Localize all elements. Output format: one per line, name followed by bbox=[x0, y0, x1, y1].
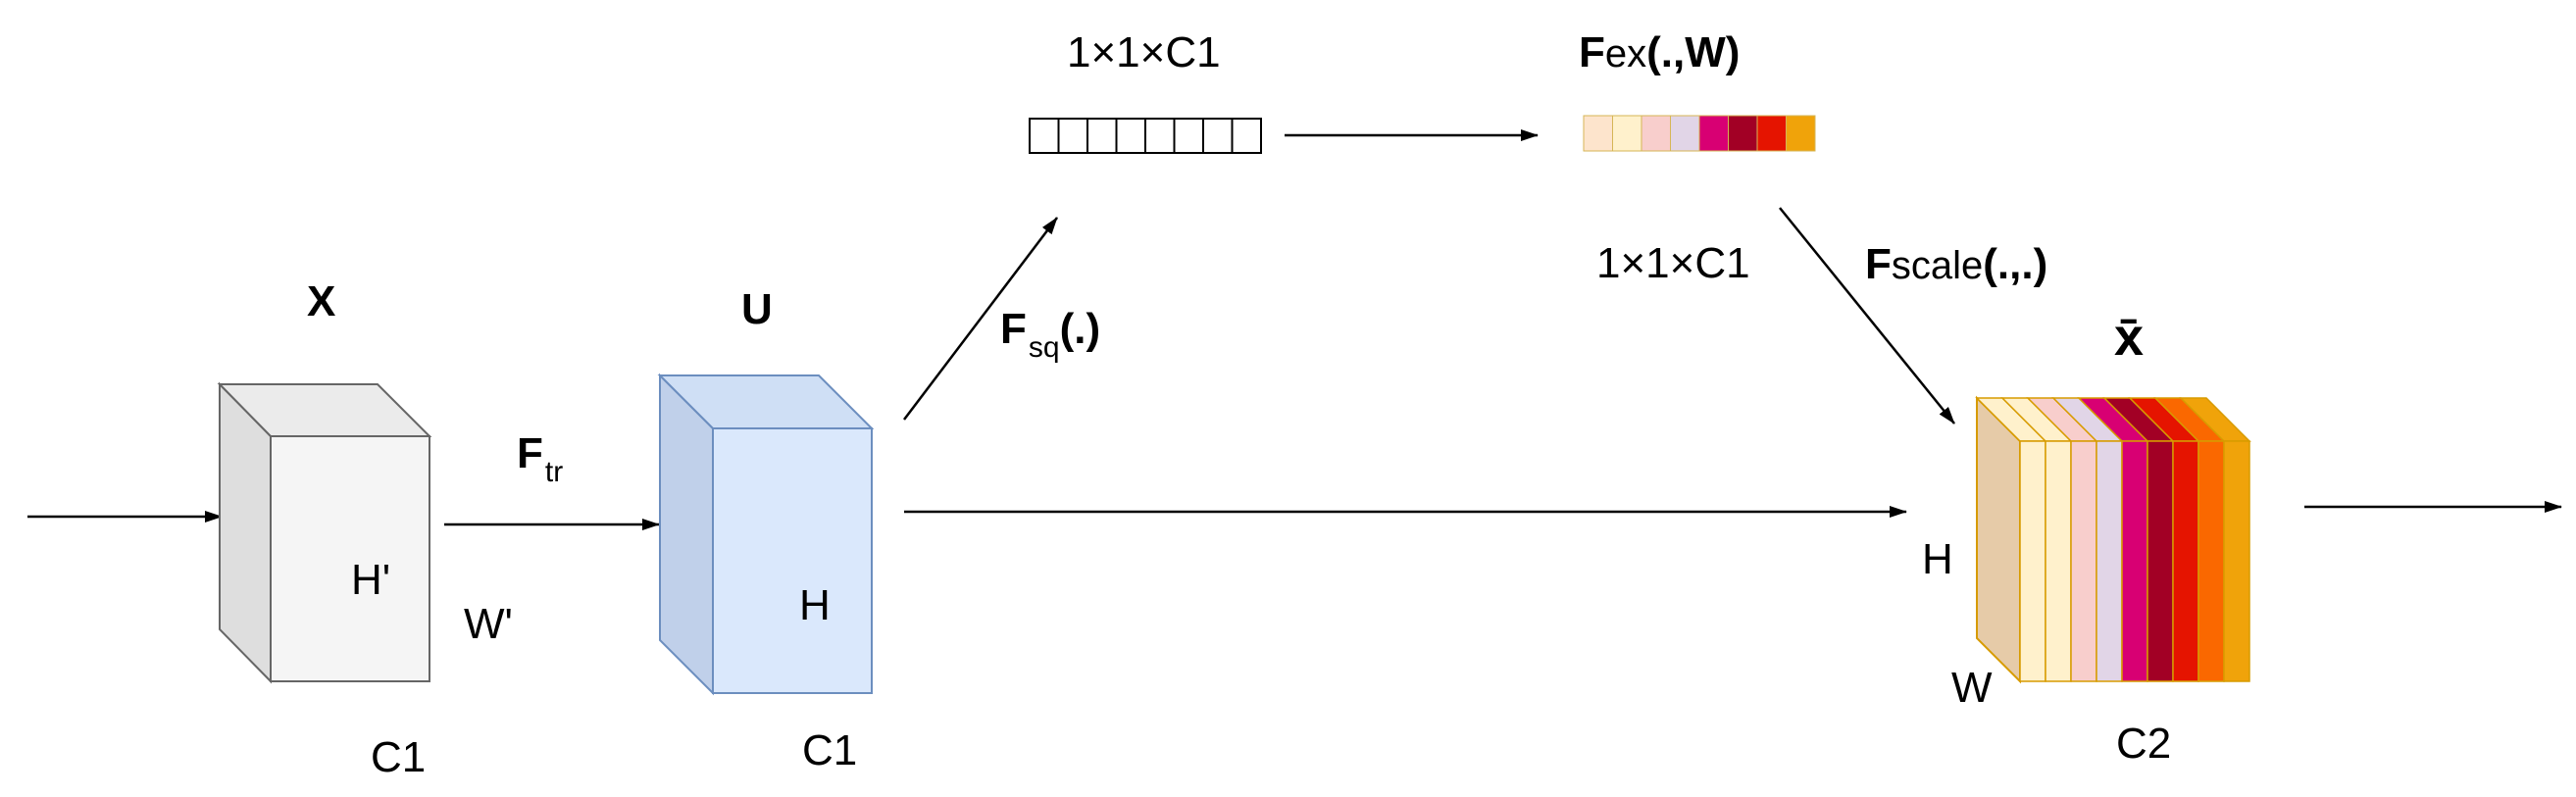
x-cube-front bbox=[270, 435, 430, 682]
fex-args: (.,W) bbox=[1646, 28, 1740, 76]
excitation-vector bbox=[1583, 115, 1816, 152]
squeezed-vector-cell bbox=[1173, 118, 1204, 154]
squeezed-vector-cell bbox=[1144, 118, 1176, 154]
u-tensor-cube bbox=[657, 373, 875, 696]
output-slice bbox=[2096, 440, 2123, 682]
output-slice bbox=[2223, 440, 2250, 682]
squeezed-vector bbox=[1029, 118, 1262, 154]
squeezed-vector-dims: 1×1×C1 bbox=[1067, 28, 1221, 76]
ftr-f: F bbox=[517, 429, 543, 477]
output-width-label: W bbox=[1951, 664, 1993, 712]
squeezed-vector-cell bbox=[1231, 118, 1262, 154]
output-channels-label: C2 bbox=[2116, 720, 2171, 768]
excitation-vector-cell bbox=[1641, 115, 1671, 152]
fsq-f: F bbox=[1000, 305, 1027, 353]
fsq-label: Fsq(.) bbox=[1000, 305, 1100, 364]
squeezed-vector-cell bbox=[1202, 118, 1234, 154]
ftr-subscript: tr bbox=[545, 456, 563, 488]
x-channels-label: C1 bbox=[371, 733, 426, 781]
squeezed-vector-cell bbox=[1115, 118, 1146, 154]
fscale-subscript: scale bbox=[1892, 244, 1983, 287]
excitation-vector-cell bbox=[1698, 115, 1729, 152]
excitation-vector-cell bbox=[1670, 115, 1700, 152]
output-slice bbox=[2197, 440, 2225, 682]
fsq-args: (.) bbox=[1060, 305, 1101, 353]
u-channels-label: C1 bbox=[802, 726, 857, 774]
x-label: X bbox=[307, 277, 335, 325]
x-tensor-cube bbox=[217, 381, 432, 684]
u-label: U bbox=[741, 285, 773, 333]
fex-subscript: ex bbox=[1605, 32, 1646, 75]
u-cube-front bbox=[712, 427, 873, 694]
output-height-label: H bbox=[1922, 535, 1953, 583]
fex-f: F bbox=[1579, 28, 1605, 76]
excitation-vector-cell bbox=[1786, 115, 1816, 152]
output-slice bbox=[2147, 440, 2174, 682]
output-slice bbox=[2172, 440, 2199, 682]
scale-arrow bbox=[1779, 207, 1955, 424]
output-tensor bbox=[1975, 395, 2251, 684]
excitation-vector-cell bbox=[1583, 115, 1613, 152]
ftr-label: Ftr bbox=[517, 429, 563, 488]
u-height-label: H bbox=[799, 581, 831, 629]
u-cube-side bbox=[659, 373, 714, 696]
squeezed-vector-cell bbox=[1057, 118, 1088, 154]
output-slice bbox=[2121, 440, 2148, 682]
x-width-label: W' bbox=[464, 600, 513, 648]
excitation-vector-cell bbox=[1756, 115, 1787, 152]
output-slice bbox=[2019, 440, 2046, 682]
fex-label: Fex(.,W) bbox=[1579, 28, 1740, 76]
squeeze-arrow bbox=[903, 217, 1058, 421]
fsq-subscript: sq bbox=[1029, 331, 1060, 364]
fscale-args: (.,.) bbox=[1983, 240, 2047, 288]
excitation-vector-cell bbox=[1728, 115, 1758, 152]
excitation-vector-cell bbox=[1612, 115, 1642, 152]
x-tilde-label: x̄ bbox=[2114, 308, 2144, 367]
output-slice bbox=[2070, 440, 2097, 682]
fscale-f: F bbox=[1865, 240, 1892, 288]
fscale-label: Fscale(.,.) bbox=[1865, 240, 2047, 288]
excitation-vector-dims: 1×1×C1 bbox=[1596, 239, 1750, 287]
output-slice bbox=[2045, 440, 2072, 682]
output-tensor-side bbox=[1976, 395, 2021, 684]
squeezed-vector-cell bbox=[1086, 118, 1118, 154]
x-height-label: H' bbox=[351, 556, 390, 604]
squeezed-vector-cell bbox=[1029, 118, 1060, 154]
